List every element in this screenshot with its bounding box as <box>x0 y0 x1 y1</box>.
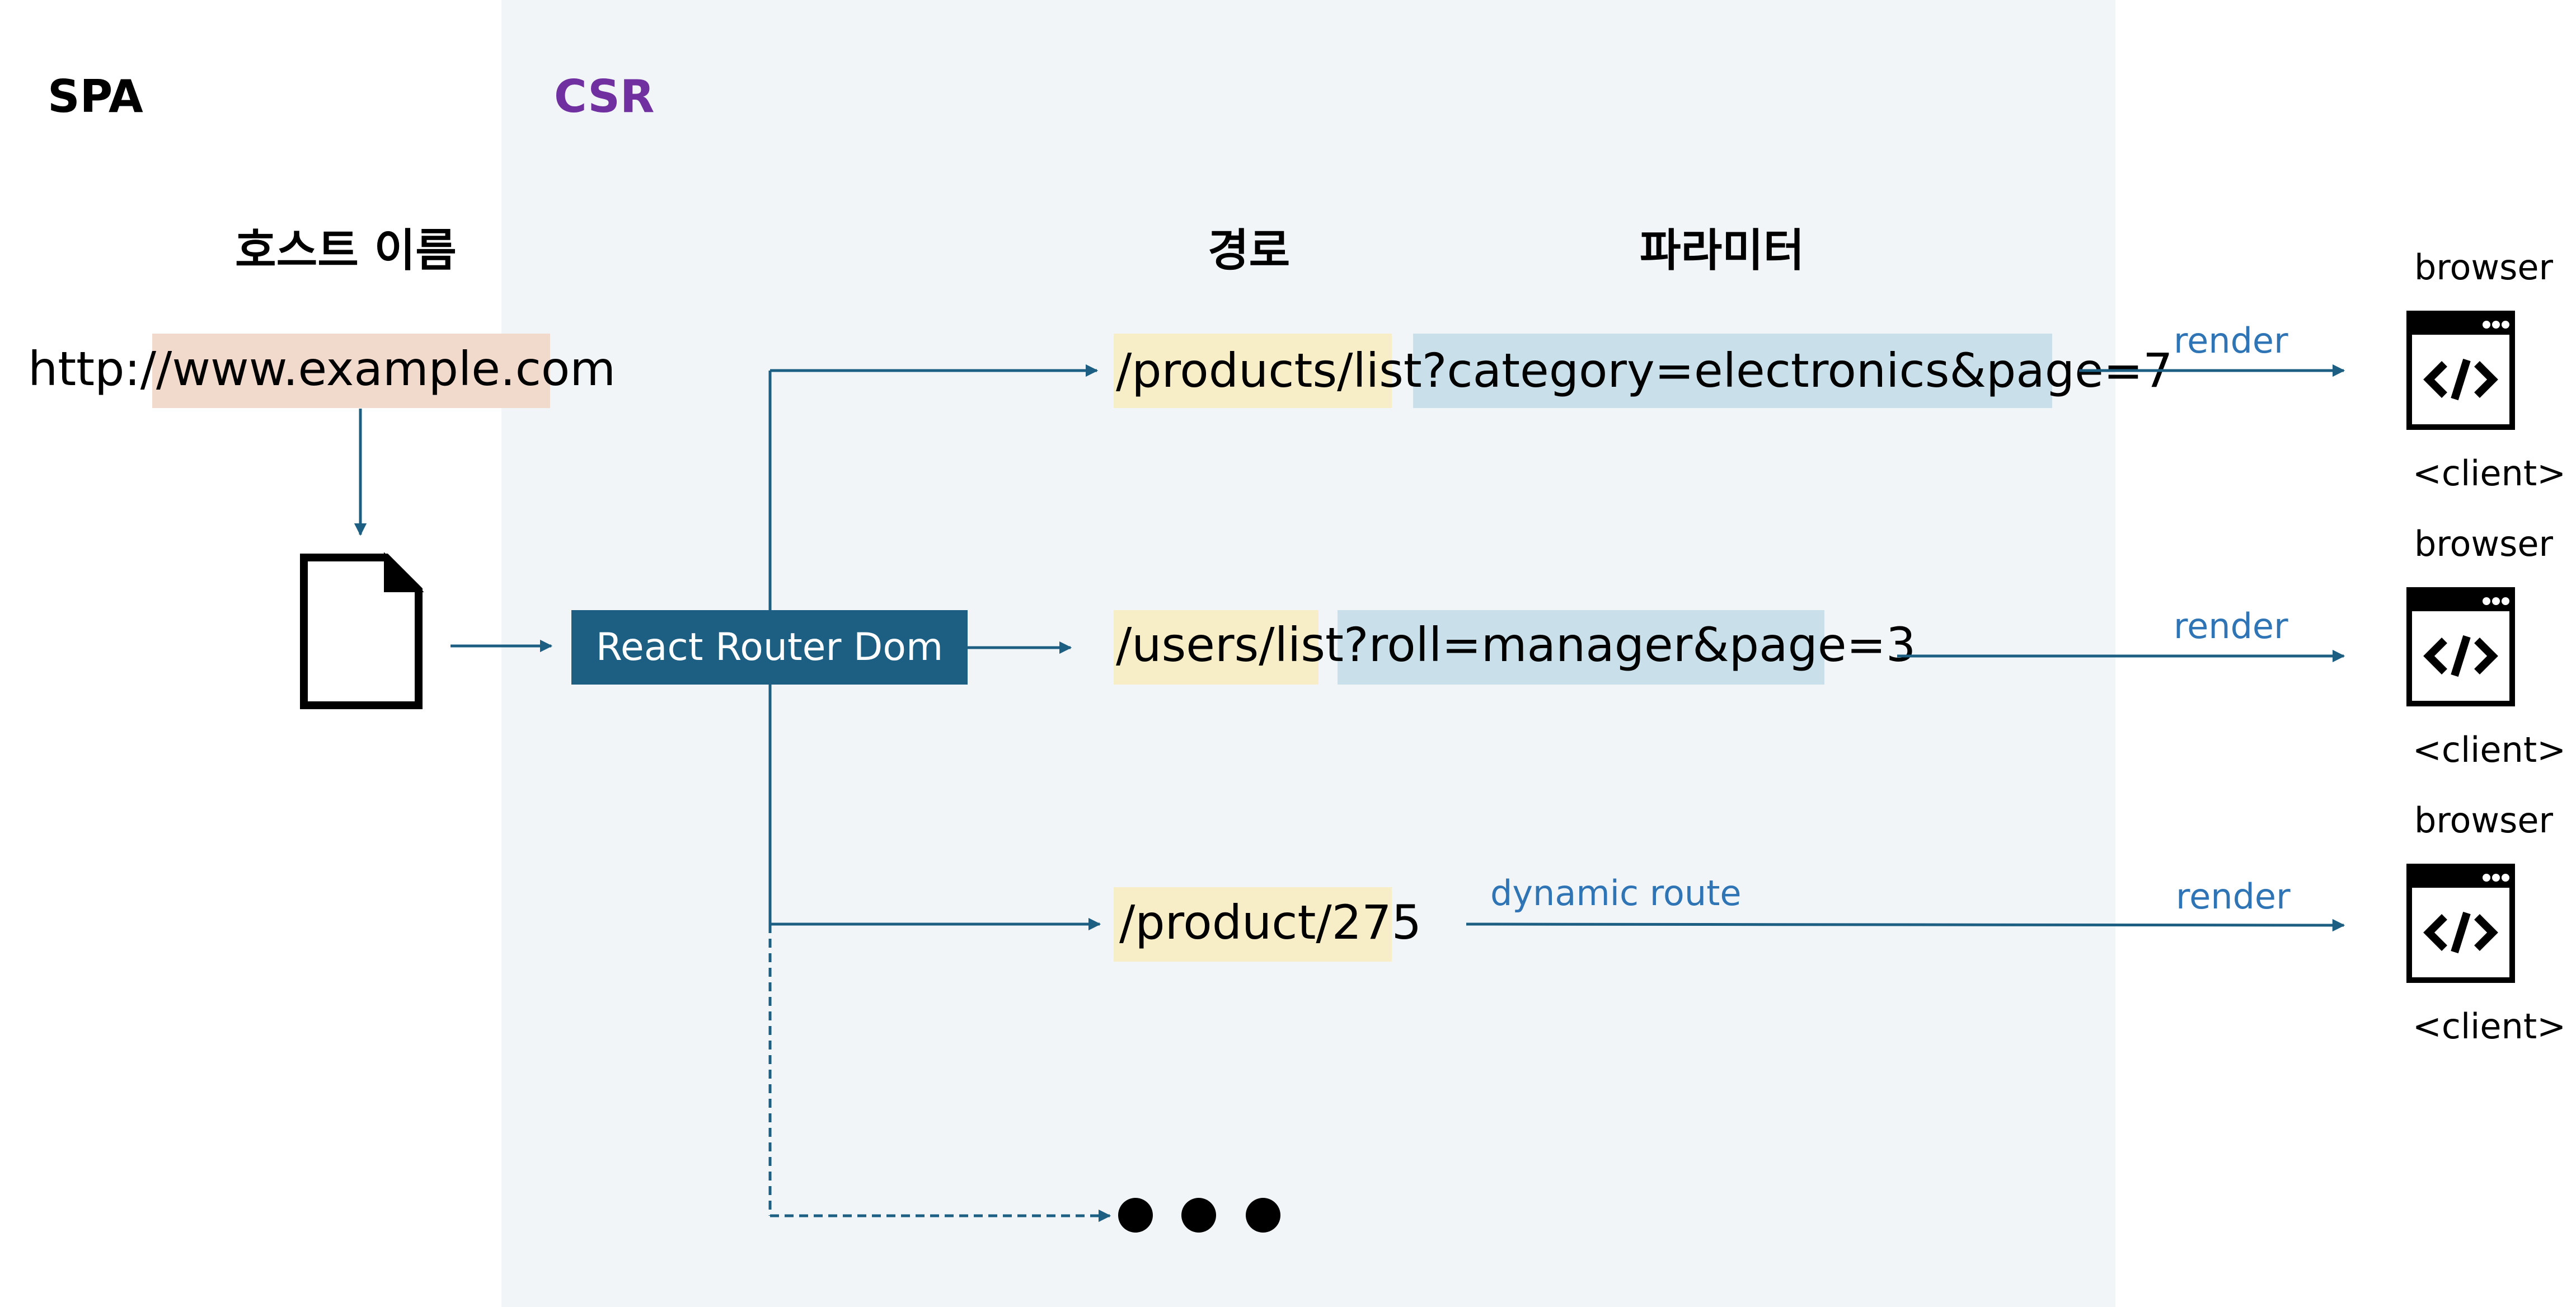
route-2: /users/list?roll=manager&page=3 <box>1116 621 1916 668</box>
path-highlight-1 <box>1114 334 1392 408</box>
document-icon <box>300 552 424 709</box>
csr-label: CSR <box>554 71 655 123</box>
route-3-path: /product/275 <box>1119 895 1422 950</box>
client-label-2: <client> <box>2412 729 2566 770</box>
param-highlight-2 <box>1338 610 1824 685</box>
spa-label: SPA <box>48 71 143 123</box>
url-host: www.example.com <box>172 341 616 396</box>
route-1: /products/list?category=electronics&page… <box>1116 347 2173 394</box>
ellipsis-dot <box>1181 1198 1216 1233</box>
route-1-path: /products/list <box>1116 343 1422 398</box>
browser-label-2: browser <box>2414 523 2554 564</box>
route-2-params: roll=manager&page=3 <box>1368 617 1916 672</box>
url-scheme: http:// <box>28 341 172 396</box>
param-highlight-1 <box>1413 334 2052 408</box>
route-1-params: category=electronics&page=7 <box>1447 343 2173 398</box>
render-label-1: render <box>2174 320 2288 361</box>
code-window-icon <box>2406 864 2515 983</box>
client-label-3: <client> <box>2412 1006 2566 1047</box>
param-heading: 파라미터 <box>1640 224 1805 277</box>
route-2-separator: ? <box>1343 617 1369 672</box>
path-highlight-2 <box>1114 610 1319 685</box>
code-window-icon <box>2406 311 2515 430</box>
url: http://www.example.com <box>28 345 616 392</box>
browser-label-3: browser <box>2414 800 2554 841</box>
route-1-separator: ? <box>1421 343 1447 398</box>
host-heading: 호스트 이름 <box>235 224 457 277</box>
ellipsis-icon <box>1118 1198 1286 1233</box>
path-highlight-3 <box>1114 887 1392 962</box>
route-2-path: /users/list <box>1116 617 1344 672</box>
ellipsis-dot <box>1246 1198 1280 1233</box>
client-label-1: <client> <box>2412 453 2566 494</box>
render-label-3: render <box>2176 876 2291 917</box>
path-heading: 경로 <box>1208 224 1291 277</box>
dynamic-route-label: dynamic route <box>1490 873 1742 914</box>
react-router-dom-box: React Router Dom <box>571 610 968 685</box>
code-window-icon <box>2406 587 2515 706</box>
ellipsis-dot <box>1118 1198 1153 1233</box>
host-highlight <box>152 334 550 408</box>
render-arrow-3 <box>1466 919 2345 932</box>
browser-label-1: browser <box>2414 247 2554 288</box>
render-label-2: render <box>2174 606 2288 647</box>
